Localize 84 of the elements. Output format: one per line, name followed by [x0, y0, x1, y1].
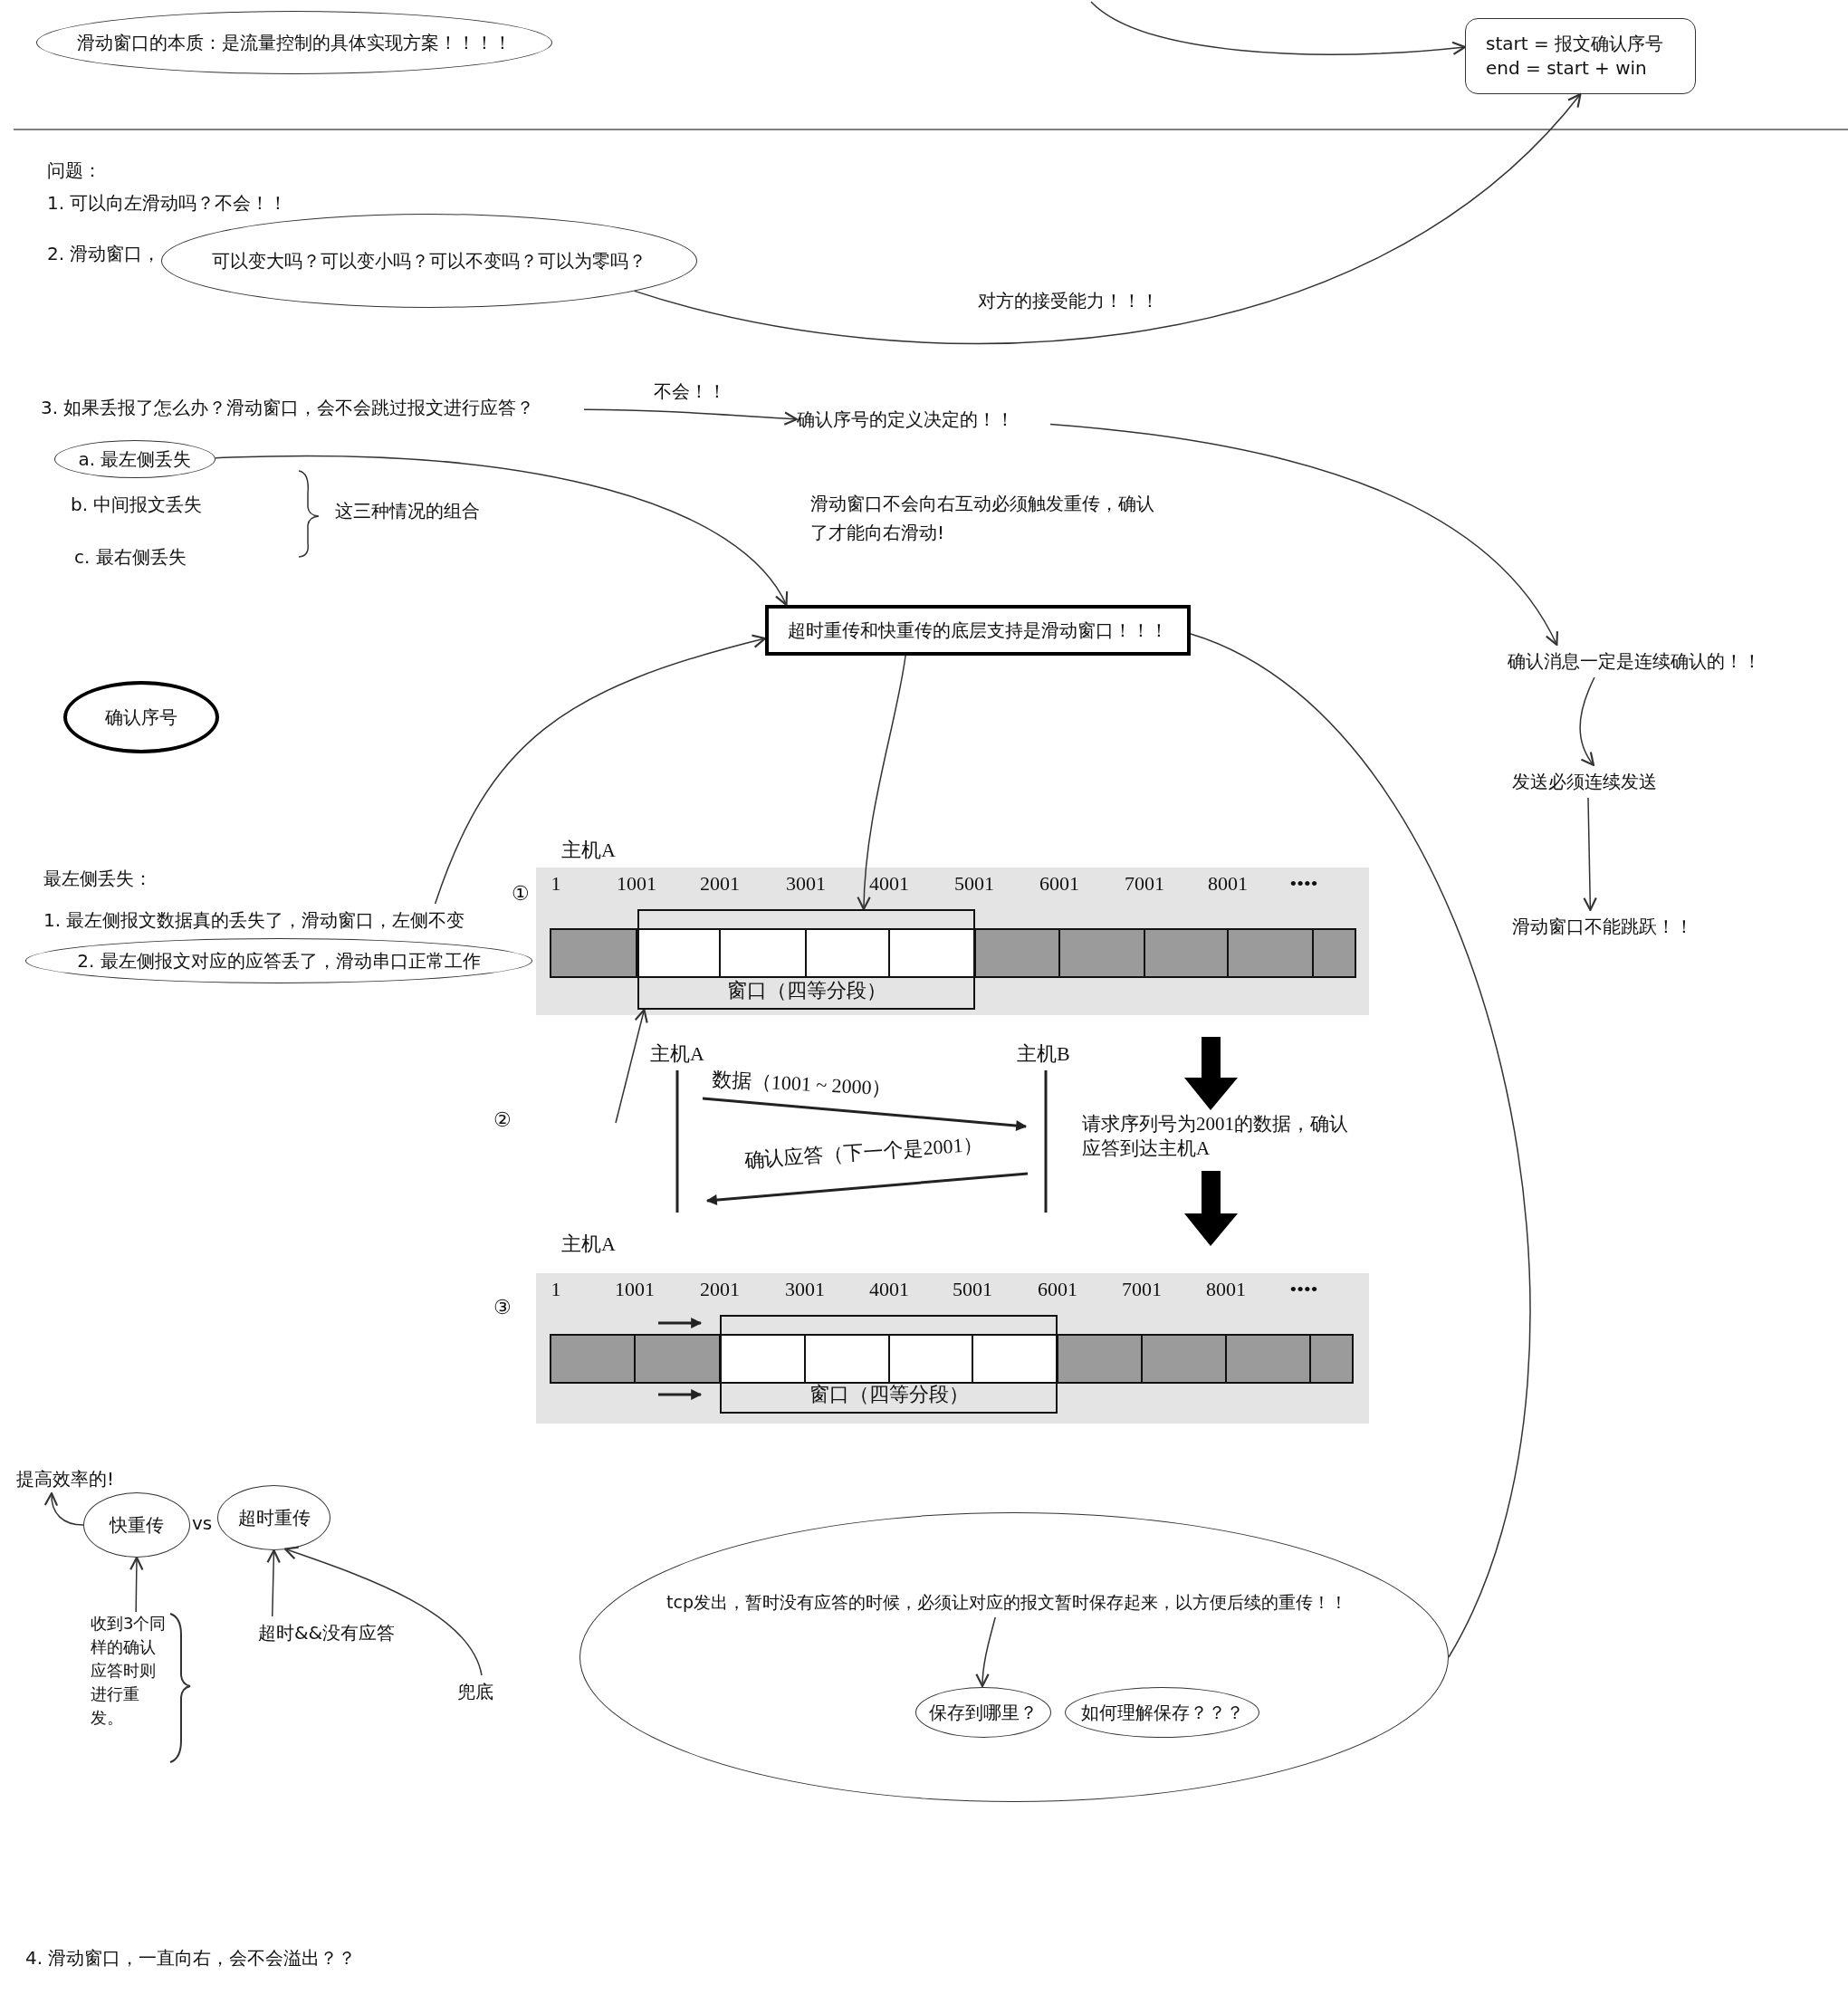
note-text: 滑动窗口不能跳跃！！	[1512, 910, 1729, 943]
note-text: 确认序号的定义决定的！！	[797, 403, 1050, 436]
arrow	[975, 1616, 996, 1688]
note-text: 这三种情况的组合	[335, 500, 480, 523]
window-label: 窗口（四等分段）	[726, 978, 886, 1004]
arrow	[857, 655, 906, 911]
message-label: 确认应答（下一个是2001）	[743, 1131, 984, 1174]
note-text: 超时重传	[237, 1505, 311, 1530]
arrow	[283, 1546, 483, 1676]
sequence-number: 3001	[785, 1277, 825, 1302]
circled-number: ②	[493, 1107, 512, 1133]
sequence-number: 1	[551, 871, 561, 897]
window-frame	[720, 1315, 1058, 1414]
note-text: 保存到哪里？	[929, 1700, 1038, 1725]
sequence-number: 8001	[1208, 871, 1248, 897]
sequence-number: 6001	[1039, 871, 1079, 897]
sequence-number: ••••	[1289, 871, 1318, 897]
note-text: 3. 如果丢报了怎么办？滑动窗口，会不会跳过报文进行应答？	[41, 391, 584, 424]
arrow	[44, 1491, 84, 1526]
note-text: 4. 滑动窗口，一直向右，会不会溢出？？	[25, 1947, 357, 1970]
sequence-number: 7001	[1122, 1277, 1162, 1302]
note-text: tcp发出，暂时没有应答的时候，必须让对应的报文暂时保存起来，以方便后续的重传！！	[666, 1586, 1368, 1618]
arrow	[129, 1556, 144, 1613]
note-text: 确认序号	[105, 705, 177, 730]
arrow	[266, 1549, 281, 1617]
sequence-number: 8001	[1206, 1277, 1246, 1302]
window-frame	[637, 909, 975, 1010]
host-label: 主机A	[650, 1041, 704, 1067]
circled-number: ①	[512, 881, 530, 906]
arrow	[615, 1008, 648, 1124]
note-text: 确认消息一定是连续确认的！！	[1508, 645, 1797, 677]
caption-text: 请求序列号为2001的数据，确认应答到达主机A	[1082, 1112, 1349, 1162]
host-label: 主机B	[1017, 1041, 1070, 1067]
note-text: 2. 最左侧报文对应的应答丢了，滑动串口正常工作	[77, 948, 481, 973]
arrow	[1049, 423, 1558, 647]
arrow	[583, 408, 799, 426]
note-text: 最左侧丢失：	[43, 868, 152, 890]
note-text: 超时重传和快重传的底层支持是滑动窗口！！！	[788, 618, 1168, 643]
note-text: 提高效率的!	[16, 1462, 134, 1493]
note-text: 1. 可以向左滑动吗？不会！！	[47, 192, 288, 215]
note-text: a. 最左侧丢失	[78, 446, 192, 472]
sequence-number: 2001	[700, 1277, 740, 1302]
oval-outline	[63, 681, 219, 753]
sequence-number: 7001	[1125, 871, 1164, 897]
arrow	[1579, 676, 1595, 767]
sequence-number: 5001	[953, 1277, 992, 1302]
sequence-number: 5001	[954, 871, 994, 897]
message-label: 数据（1001 ~ 2000）	[711, 1067, 893, 1101]
note-text: 快重传	[110, 1512, 164, 1538]
note-text: 兜底	[457, 1675, 512, 1706]
note-text: 2. 滑动窗口，	[47, 243, 161, 265]
window-label: 窗口（四等分段）	[809, 1382, 969, 1408]
note-text: b. 中间报文丢失	[71, 494, 203, 516]
formula-text: start = 报文确认序号	[1486, 32, 1664, 56]
arrow	[1090, 1, 1467, 55]
sequence-number: 3001	[786, 871, 826, 897]
sequence-number: 1001	[617, 871, 656, 897]
sequence-number: 6001	[1038, 1277, 1077, 1302]
arrow	[1583, 797, 1597, 912]
note-text: 收到3个同样的确认应答时则进行重发。	[91, 1612, 170, 1766]
sequence-number: 4001	[869, 1277, 909, 1302]
arrow	[434, 634, 767, 905]
note-text: vs	[192, 1512, 213, 1535]
sequence-number: 2001	[700, 871, 740, 897]
note-text: 可以变大吗？可以变小吗？可以不变吗？可以为零吗？	[212, 248, 646, 273]
arrow	[215, 455, 788, 607]
host-label: 主机A	[561, 1232, 616, 1257]
note-text: 超时&&没有应答	[258, 1616, 417, 1647]
formula-box	[1465, 18, 1696, 94]
note-text: 1. 最左侧报文数据真的丢失了，滑动窗口，左侧不变	[43, 904, 510, 936]
sequence-number: 4001	[869, 871, 909, 897]
host-label: 主机A	[561, 838, 616, 863]
note-text: 如何理解保存？？？	[1080, 1700, 1244, 1725]
sequence-number: ••••	[1289, 1277, 1318, 1302]
highlight-box	[765, 605, 1191, 656]
note-text: 滑动窗口的本质：是流量控制的具体实现方案！！！！	[77, 30, 512, 55]
note-text: c. 最右侧丢失	[74, 546, 187, 569]
sequence-number: 1	[551, 1277, 561, 1302]
circled-number: ③	[493, 1295, 512, 1320]
arrow	[634, 92, 1582, 344]
note-text: 发送必须连续发送	[1512, 765, 1693, 798]
note-text: 问题：	[47, 159, 101, 182]
formula-text: end = start + win	[1486, 56, 1647, 81]
sequence-number: 1001	[615, 1277, 655, 1302]
